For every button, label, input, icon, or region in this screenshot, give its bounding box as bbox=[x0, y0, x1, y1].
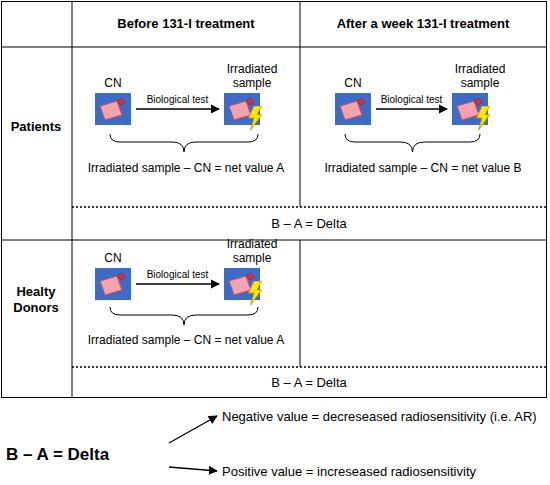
arrow-connector bbox=[376, 108, 447, 109]
edge-label: Biological test bbox=[147, 94, 209, 106]
arrow-connector bbox=[136, 108, 219, 109]
lightning-bolt bbox=[476, 106, 489, 130]
formula-node: B – A = Delta bbox=[6, 440, 164, 470]
delta-text: B – A = Delta bbox=[271, 216, 347, 231]
header-cell: After a week 131-I treatment bbox=[300, 0, 546, 47]
column-line bbox=[300, 240, 301, 367]
flask-node: Irradiated sample bbox=[452, 93, 488, 125]
row-line bbox=[2, 47, 547, 48]
outcome-text: Positive value = increseased radiosensit… bbox=[222, 464, 476, 479]
outcome-node: Positive value = increseased radiosensit… bbox=[222, 460, 547, 482]
edge-label: Biological test bbox=[381, 94, 443, 106]
table-cell: Irradiated sample – CN = net value A CN Ir… bbox=[72, 240, 300, 367]
header-text: After a week 131-I treatment bbox=[337, 16, 510, 32]
delta-text: B – A = Delta bbox=[271, 375, 347, 390]
flask-icon bbox=[95, 268, 131, 300]
flask-icon bbox=[335, 93, 371, 125]
table-border bbox=[2, 2, 547, 398]
header-text: Before 131-I treatment bbox=[117, 16, 254, 32]
flask-label: CN bbox=[93, 251, 133, 265]
delta-band: B – A = Delta bbox=[72, 207, 546, 240]
column-line bbox=[300, 2, 301, 208]
flask-label: CN bbox=[93, 76, 133, 90]
flask-icon bbox=[95, 93, 131, 125]
flask-node: CN bbox=[335, 93, 371, 125]
row-label-cell: Patients bbox=[0, 47, 72, 207]
row-label-cell: Healty Donors bbox=[0, 240, 72, 360]
delta-band: B – A = Delta bbox=[72, 367, 546, 397]
net-value-text: Irradiated sample – CN = net value A bbox=[72, 161, 300, 176]
lightning-bolt bbox=[248, 106, 261, 130]
table-cell: Irradiated sample – CN = net value A CN Ir… bbox=[72, 47, 300, 207]
outcome-node: Negative value = decreseased radiosensit… bbox=[222, 405, 547, 427]
brace bbox=[345, 134, 480, 152]
row-label: Patients bbox=[11, 119, 62, 135]
arrow-connector bbox=[169, 416, 217, 443]
brace bbox=[110, 134, 258, 152]
outcome-text: Negative value = decreseased radiosensit… bbox=[222, 409, 537, 424]
net-value-text: Irradiated sample – CN = net value A bbox=[72, 333, 300, 348]
brace bbox=[110, 307, 258, 325]
table-cell: Irradiated sample – CN = net value B CN Ir… bbox=[300, 47, 546, 207]
arrow-connector bbox=[169, 467, 217, 471]
column-line bbox=[72, 2, 73, 398]
edge-label: Biological test bbox=[147, 269, 209, 281]
row-label: Healty Donors bbox=[4, 284, 68, 316]
dotted-line bbox=[72, 206, 547, 208]
lightning-bolt bbox=[248, 281, 261, 305]
flask-node: Irradiated sample bbox=[224, 268, 260, 300]
dotted-line bbox=[72, 366, 547, 368]
flask-label: Irradiated sample bbox=[214, 237, 290, 265]
flask-node: CN bbox=[95, 268, 131, 300]
flask-label: Irradiated sample bbox=[214, 62, 290, 90]
flask-node: Irradiated sample bbox=[224, 93, 260, 125]
arrow-connector bbox=[136, 283, 219, 284]
formula-text: B – A = Delta bbox=[6, 445, 109, 465]
header-cell: Before 131-I treatment bbox=[72, 0, 300, 47]
flask-label: Irradiated sample bbox=[442, 62, 518, 90]
flask-node: CN bbox=[95, 93, 131, 125]
net-value-text: Irradiated sample – CN = net value B bbox=[300, 161, 546, 176]
flask-label: CN bbox=[333, 76, 373, 90]
